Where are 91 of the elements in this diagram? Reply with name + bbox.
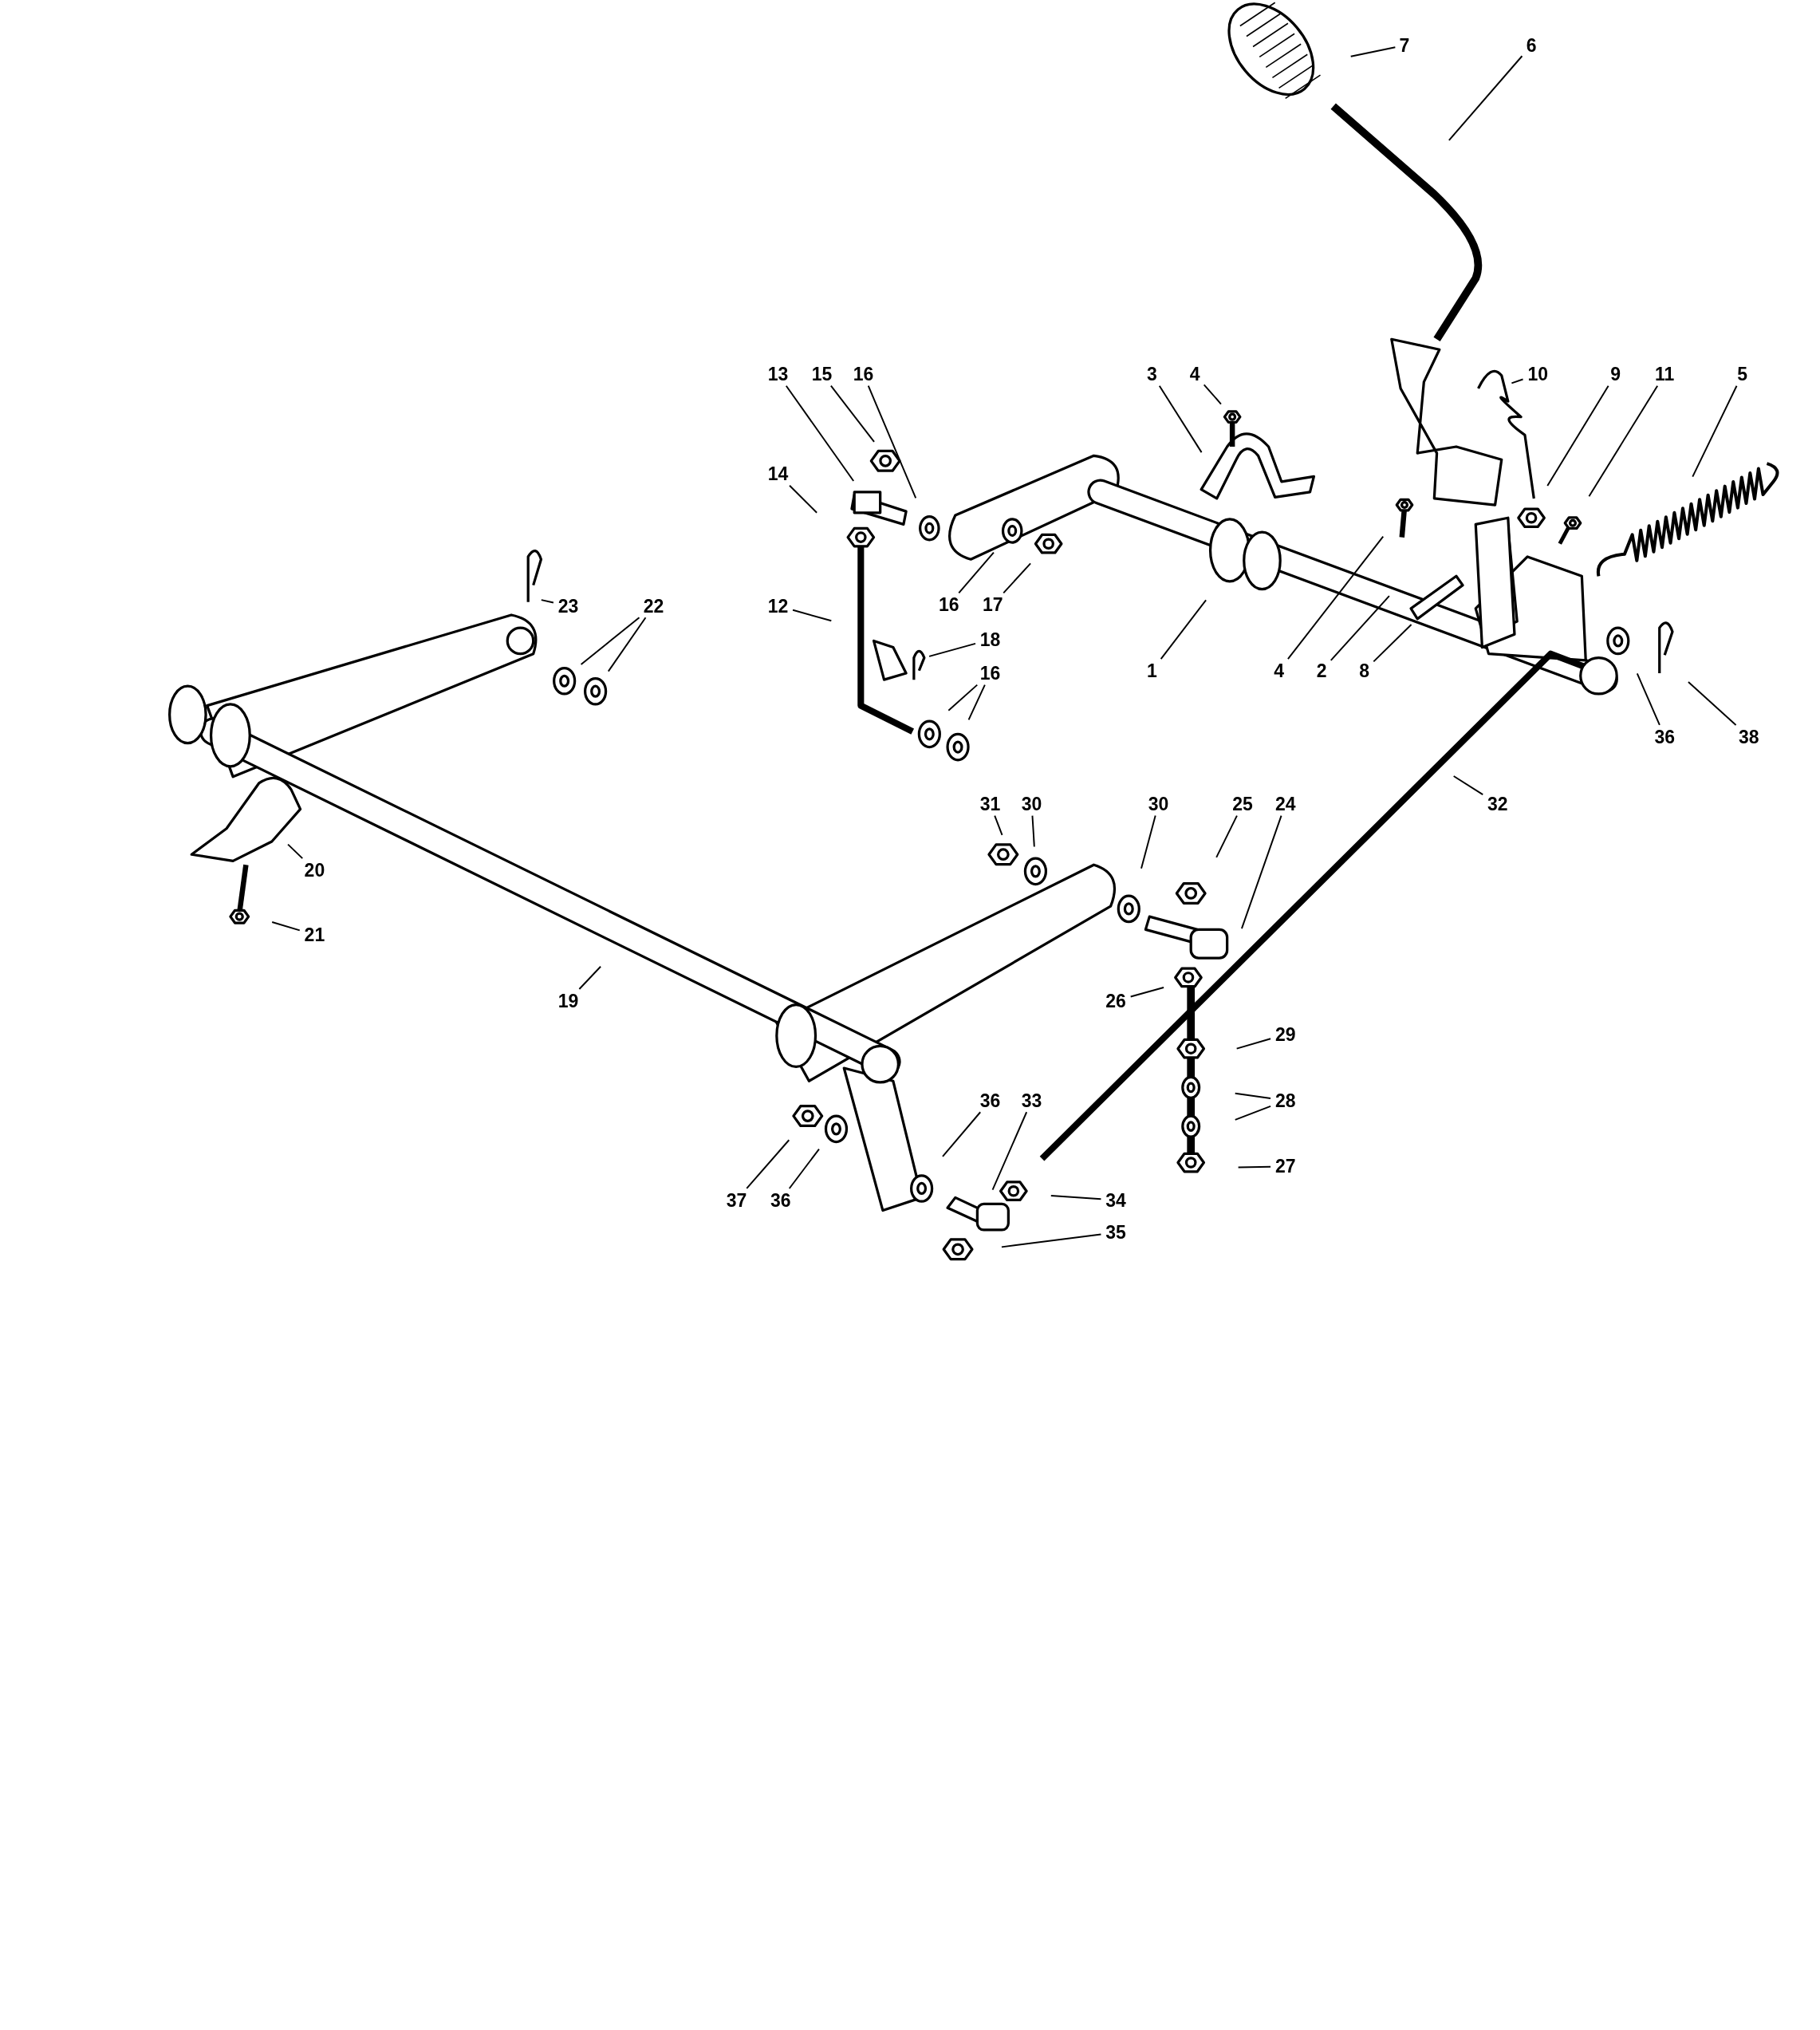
callout-number: 38 [1735,726,1763,747]
callout-number: 30 [1144,793,1172,814]
leader-line [1349,46,1397,57]
callout-number: 19 [554,990,582,1011]
leader-line [1452,775,1484,796]
callout-number: 4 [1187,364,1203,385]
callout-number: 22 [640,595,668,617]
leader-line [789,484,818,514]
leader-line [829,384,875,443]
callout-number: 23 [554,595,582,617]
callout-number: 32 [1483,793,1511,814]
callout-number: 12 [764,595,792,617]
callout-number: 15 [808,364,836,385]
callout-number: 14 [764,463,792,485]
callout-number: 18 [976,629,1004,650]
callout-number: 36 [976,1090,1004,1111]
leader-line [1160,599,1207,660]
leader-line [942,1111,982,1157]
leader-line [1031,814,1035,848]
leader-line [1330,595,1390,661]
callout-number: 8 [1356,660,1373,681]
leader-line [1140,814,1156,869]
leader-line [607,617,647,672]
leader-line [1240,814,1282,930]
callout-number: 36 [766,1189,794,1211]
leader-line [958,551,995,594]
leader-line [947,684,979,711]
leader-line [788,1148,820,1189]
leader-line [287,843,304,860]
callout-number: 11 [1651,364,1679,385]
leader-line [1129,987,1165,998]
callout-number: 25 [1229,793,1257,814]
leader-line [271,921,301,932]
callout-number: 9 [1607,364,1624,385]
leader-line [1235,1038,1272,1050]
leader-line [1511,378,1524,384]
callout-number: 4 [1270,660,1287,681]
leader-line [1546,384,1609,487]
callout-number: 27 [1271,1156,1299,1177]
leader-line [991,1111,1028,1191]
leader-line [1234,1092,1272,1099]
leader-line [1692,384,1738,478]
callout-number: 29 [1271,1023,1299,1045]
leader-line [994,814,1003,836]
callout-number: 21 [301,924,329,945]
callout-number: 33 [1018,1090,1046,1111]
callout-number: 7 [1397,34,1412,56]
leader-line [578,965,602,990]
leader-line [1286,535,1385,660]
leader-line [1215,814,1238,858]
callout-number: 3 [1144,364,1160,385]
leader-line [1448,55,1523,141]
leader-line [967,684,986,721]
leader-line [746,1139,790,1189]
leader-line [580,617,640,665]
callout-number: 30 [1018,793,1046,814]
callout-number: 16 [935,593,963,615]
callout-number: 2 [1314,660,1330,681]
callout-number: 1 [1144,660,1160,681]
leader-line [1050,1194,1102,1200]
leader-line [1237,1165,1272,1169]
callout-number: 20 [301,859,329,881]
leader-line [1234,1105,1272,1121]
leader-line [540,599,554,604]
callout-number: 6 [1523,34,1540,56]
callout-number: 31 [976,793,1004,814]
leader-line [792,609,833,622]
callout-number: 37 [723,1189,750,1211]
callout-number: 13 [764,364,792,385]
callout-number: 16 [976,662,1004,684]
leader-line [1003,562,1032,594]
callout-number: 24 [1271,793,1299,814]
callout-number: 28 [1271,1090,1299,1111]
callout-number: 35 [1102,1222,1130,1244]
leader-line [1203,384,1222,405]
callout-number: 17 [979,593,1007,615]
callout-number: 16 [849,364,877,385]
leader-line [1373,624,1412,663]
leader-line [1000,1233,1102,1248]
leader-line [1636,672,1660,726]
leader-line [785,384,855,482]
callout-number: 34 [1102,1189,1130,1211]
callout-number: 36 [1651,726,1679,747]
leader-line [928,642,976,657]
callout-number: 10 [1524,364,1552,385]
callout-number: 5 [1734,364,1751,385]
leader-line [867,384,917,499]
leader-line [1588,384,1659,498]
leader-line [1158,384,1203,454]
leader-line [1688,681,1737,726]
callout-number: 26 [1102,990,1130,1011]
